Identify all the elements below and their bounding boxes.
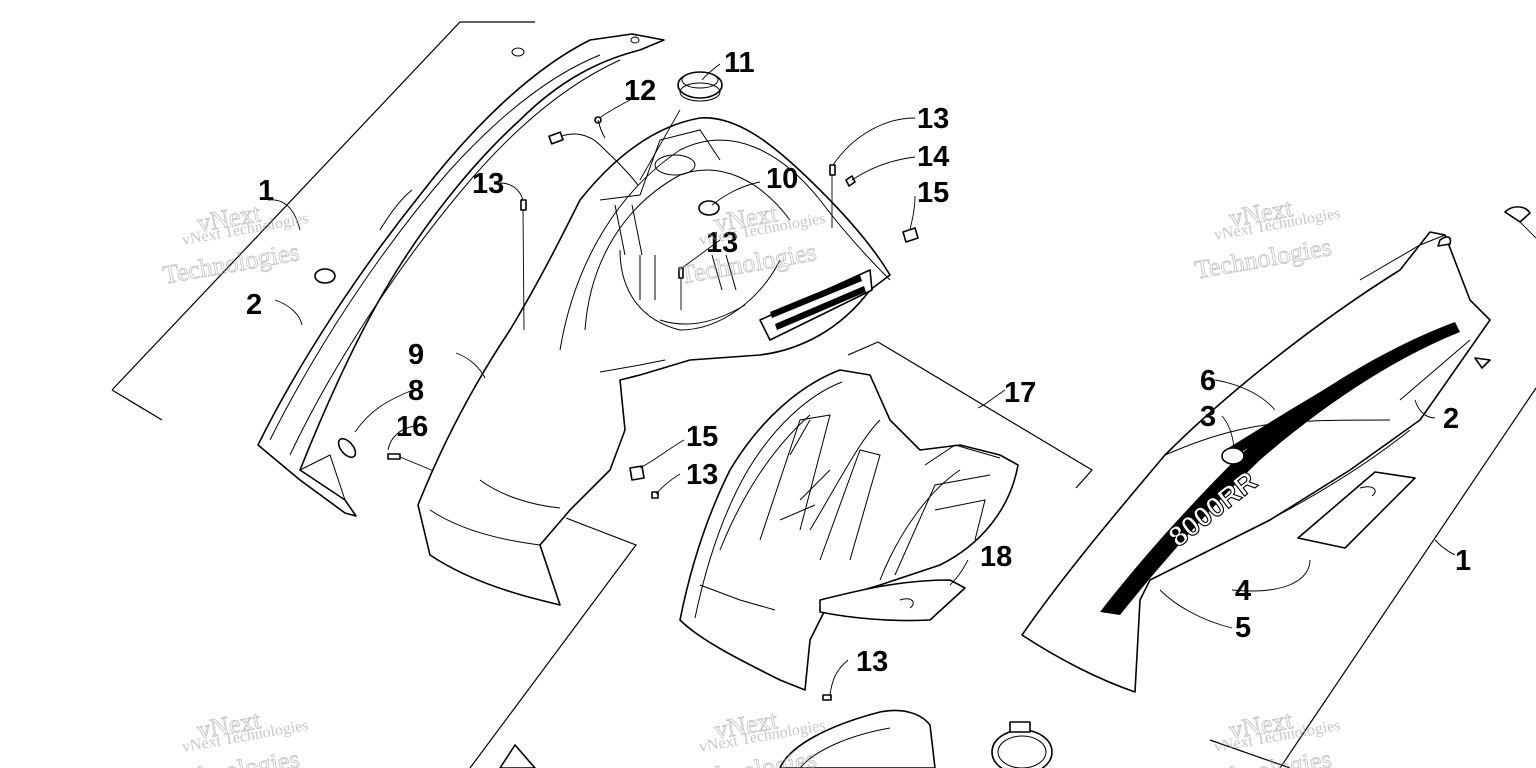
svg-text:Technologies: Technologies (1192, 232, 1333, 285)
watermark-top-right: vNext vNext Technologies Technologies (1192, 193, 1342, 285)
callout-4: 4 (1235, 575, 1251, 607)
callout-11: 11 (724, 47, 755, 79)
grommet-11 (677, 71, 723, 102)
callout-1: 1 (258, 175, 274, 207)
left-side-panel (257, 33, 665, 517)
leader-lines (267, 63, 1456, 701)
harness-12 (548, 116, 639, 186)
callout-10: 10 (766, 163, 798, 195)
partial-seat (779, 709, 1053, 768)
right-side-panel: 8000RR (1021, 206, 1536, 693)
callout-9: 9 (408, 339, 424, 371)
callout-13: 13 (917, 103, 949, 135)
partial-bracket (499, 744, 536, 768)
callout-15: 15 (917, 177, 949, 209)
callout-2: 2 (1443, 403, 1459, 435)
callout-12: 12 (624, 75, 656, 107)
callout-3: 3 (1200, 401, 1216, 433)
callouts: 1 2 11 12 13 13 14 10 15 13 9 8 16 15 13… (246, 47, 1471, 678)
watermark-bottom-right: vNext vNext Technologies Technologies (1192, 705, 1342, 768)
watermark-bottom-left: vNext vNext Technologies Technologies (160, 705, 310, 768)
hood-9 (417, 117, 891, 606)
decal-18 (819, 579, 966, 622)
o-ring-8 (337, 437, 357, 459)
svg-text:Technologies: Technologies (160, 237, 301, 290)
callout-1: 1 (1455, 545, 1471, 577)
callout-13: 13 (856, 646, 888, 678)
callout-18: 18 (980, 541, 1012, 573)
callout-17: 17 (1004, 377, 1036, 409)
callout-2: 2 (246, 289, 262, 321)
callout-6: 6 (1200, 365, 1216, 397)
watermark-top-left: vNext vNext Technologies Technologies (160, 198, 310, 290)
decal-4 (1297, 471, 1416, 549)
callout-8: 8 (408, 375, 424, 407)
watermark-bottom-center: vNext vNext Technologies Technologies (677, 705, 827, 768)
callout-13: 13 (472, 168, 504, 200)
callout-13: 13 (686, 459, 718, 491)
section-frames (111, 21, 1536, 768)
callout-15: 15 (686, 421, 718, 453)
callout-5: 5 (1235, 612, 1251, 644)
callout-14: 14 (917, 141, 949, 173)
belly-pan-17 (679, 369, 1019, 691)
callout-13: 13 (706, 227, 738, 259)
fasteners-hood (520, 164, 919, 499)
callout-16: 16 (396, 411, 428, 443)
